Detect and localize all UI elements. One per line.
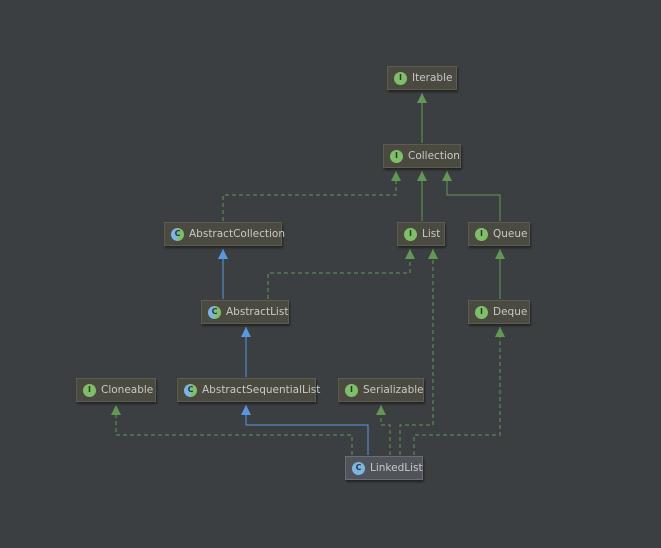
- arrowhead-abstractcollection: [218, 249, 228, 259]
- node-label: List: [422, 228, 441, 240]
- node-label: AbstractCollection: [189, 228, 286, 240]
- arrowhead-cloneable: [111, 405, 121, 415]
- node-label: Deque: [493, 306, 528, 318]
- arrowhead-serializable: [376, 405, 386, 415]
- edge-linkedlist-to-cloneable: [115, 405, 353, 455]
- node-label: Serializable: [363, 384, 424, 396]
- interface-extends-edges: [421, 93, 501, 299]
- edge-linkedlist-to-abstractsequentiallist: [245, 405, 369, 455]
- edge-queue-to-collection: [446, 171, 501, 221]
- class-icon: C: [352, 461, 365, 475]
- node-label: AbstractSequentialList: [202, 384, 321, 396]
- node-abstract-sequential-list[interactable]: C AbstractSequentialList: [177, 378, 320, 402]
- node-label: Cloneable: [101, 384, 154, 396]
- node-label: LinkedList: [370, 462, 423, 474]
- edge-linkedlist-to-list: [399, 249, 434, 455]
- arrowhead-iterable: [417, 93, 427, 103]
- node-label: Collection: [408, 150, 460, 162]
- interface-icon: I: [475, 305, 488, 319]
- node-abstract-list[interactable]: C AbstractList: [201, 300, 289, 324]
- arrowhead-collection-from-list: [417, 171, 427, 181]
- arrowhead-queue: [495, 249, 505, 259]
- abstract-class-icon: C: [171, 227, 184, 241]
- node-label: Queue: [493, 228, 528, 240]
- edge-abstractcollection-to-collection: [222, 171, 397, 221]
- arrowhead-list-from-abstractlist: [405, 249, 415, 259]
- node-iterable[interactable]: I Iterable: [387, 66, 457, 90]
- interface-icon: I: [345, 383, 358, 397]
- node-label: Iterable: [412, 72, 453, 84]
- edge-linkedlist-to-deque: [413, 327, 501, 455]
- abstract-class-icon: C: [208, 305, 221, 319]
- edge-abstractlist-to-list: [267, 249, 411, 299]
- interface-icon: I: [394, 71, 407, 85]
- interface-icon: I: [83, 383, 96, 397]
- node-list[interactable]: I List: [397, 222, 445, 246]
- abstract-class-icon: C: [184, 383, 197, 397]
- node-cloneable[interactable]: I Cloneable: [76, 378, 156, 402]
- class-extends-arrowheads: [218, 249, 251, 415]
- implements-edges: [115, 171, 501, 455]
- node-linked-list[interactable]: C LinkedList: [345, 456, 423, 480]
- node-abstract-collection[interactable]: C AbstractCollection: [164, 222, 286, 246]
- node-serializable[interactable]: I Serializable: [338, 378, 424, 402]
- implements-arrowheads: [111, 171, 505, 415]
- interface-icon: I: [404, 227, 417, 241]
- interface-extends-arrowheads: [417, 93, 505, 259]
- arrowhead-abstractlist: [241, 327, 251, 337]
- class-extends-edges: [222, 249, 369, 455]
- node-collection[interactable]: I Collection: [383, 144, 461, 168]
- node-queue[interactable]: I Queue: [468, 222, 530, 246]
- arrowhead-collection-from-abstractcollection: [391, 171, 401, 181]
- node-label: AbstractList: [226, 306, 289, 318]
- arrowhead-deque: [495, 327, 505, 337]
- interface-icon: I: [390, 149, 403, 163]
- interface-icon: I: [475, 227, 488, 241]
- arrowhead-abstractsequentiallist: [241, 405, 251, 415]
- node-deque[interactable]: I Deque: [468, 300, 530, 324]
- arrowhead-collection-from-queue: [442, 171, 452, 181]
- arrowhead-list-from-linkedlist: [428, 249, 438, 259]
